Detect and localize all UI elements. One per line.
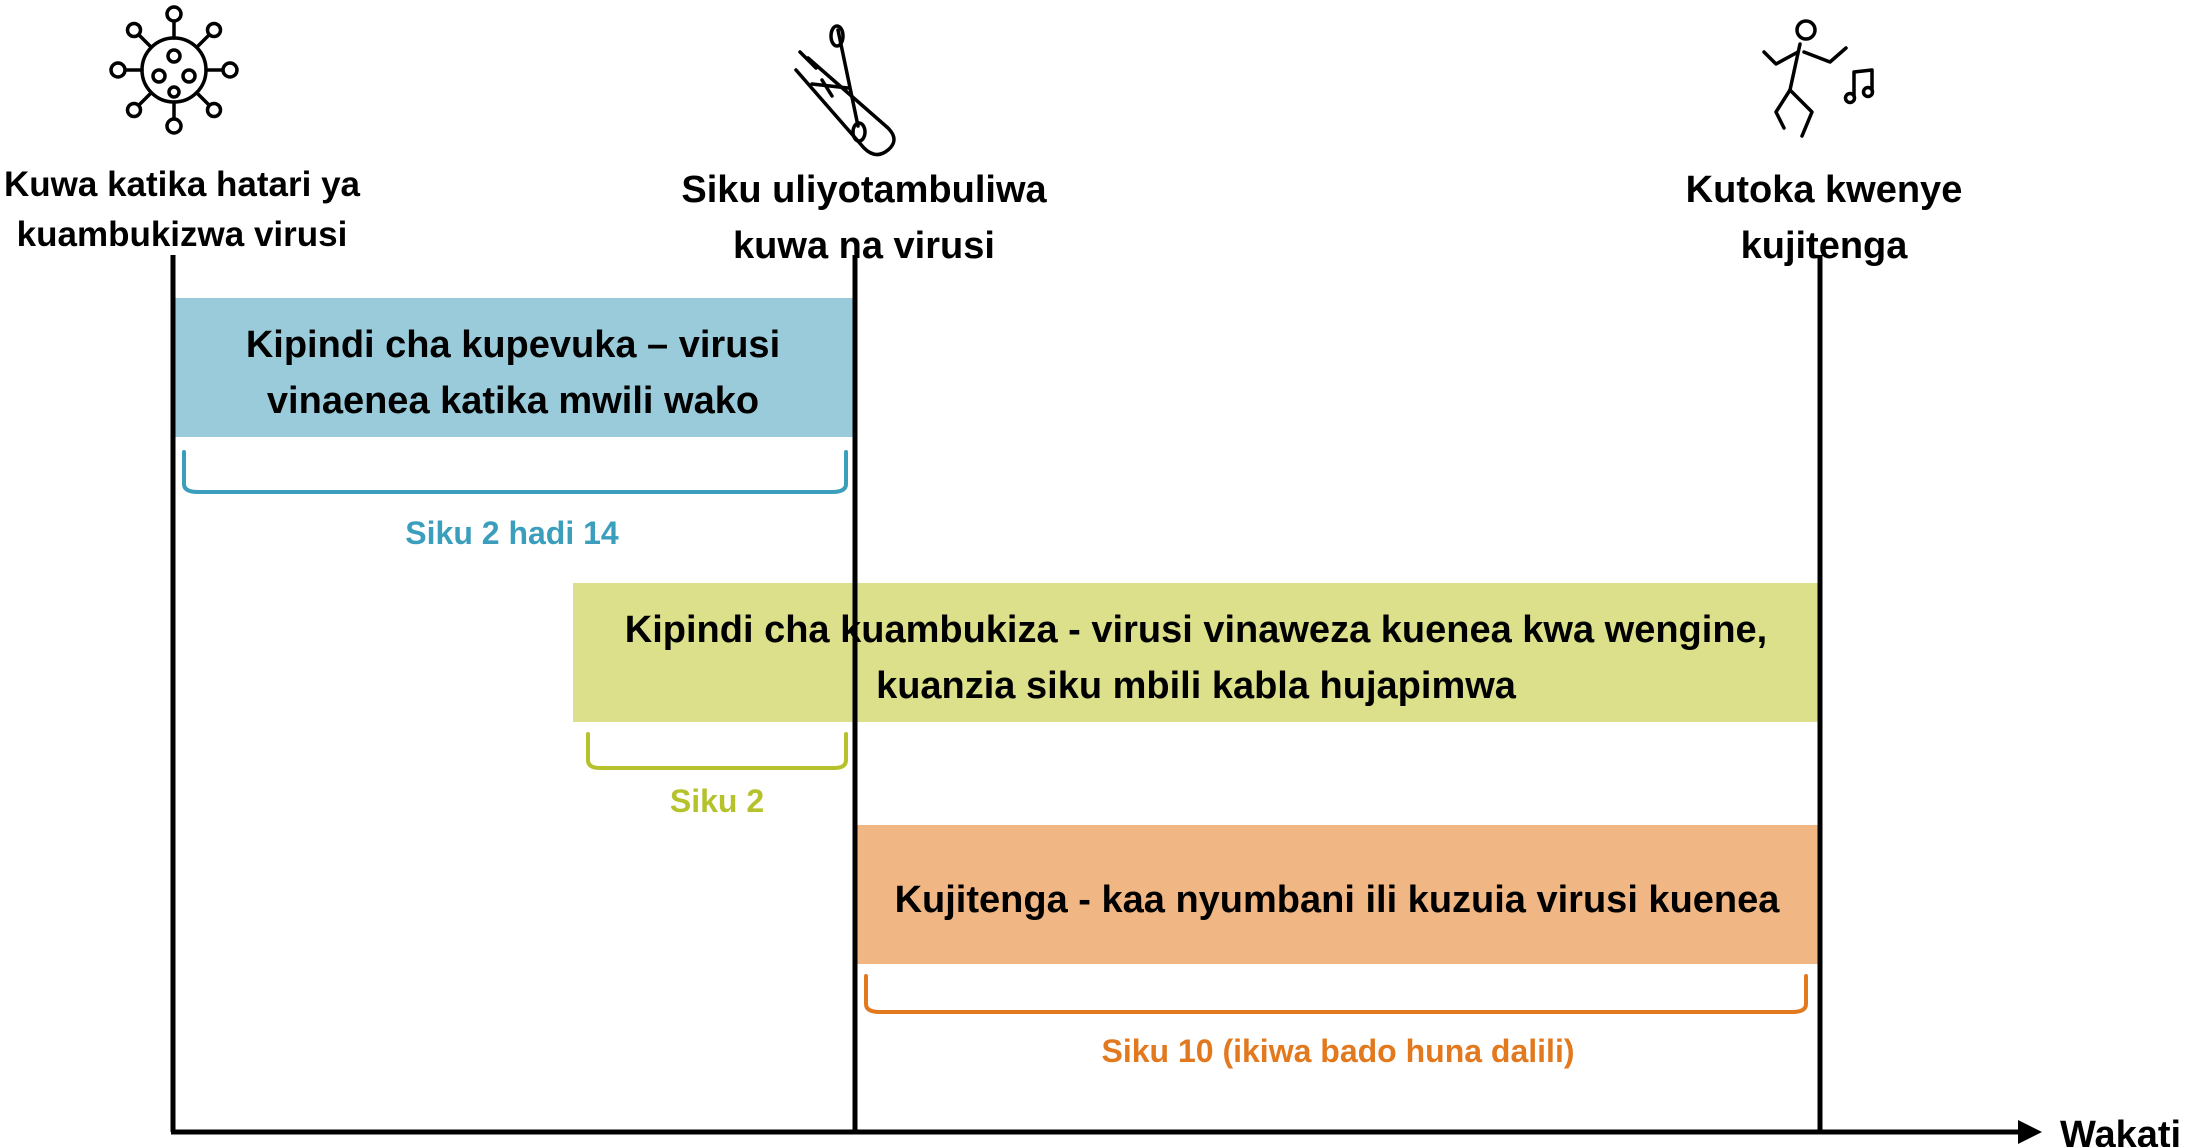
axis-label: Wakati [2060, 1114, 2181, 1147]
release-label-line2: kujitenga [1741, 225, 1909, 267]
infectious-bracket [586, 732, 848, 770]
incubation-bar [173, 298, 853, 437]
incubation-label-line2: vinaenea katika mwili wako [267, 380, 759, 422]
time-axis-arrowhead [2018, 1120, 2042, 1144]
isolation-label: Kujitenga - kaa nyumbani ili kuzuia viru… [895, 879, 1781, 921]
isolation-duration: Siku 10 (ikiwa bado huna dalili) [1102, 1033, 1575, 1069]
exposure-label-line1: Kuwa katika hatari ya [4, 165, 361, 204]
infectious-label-line1: Kipindi cha kuambukiza - virusi vinaweza… [625, 609, 1767, 651]
incubation-bracket [182, 450, 848, 494]
exposure-label-line2: kuambukizwa virusi [17, 215, 348, 254]
incubation-label-line1: Kipindi cha kupevuka – virusi [246, 324, 780, 366]
infectious-bar [573, 583, 1820, 722]
isolation-bar [855, 825, 1819, 964]
incubation-duration: Siku 2 hadi 14 [405, 515, 619, 551]
diagnosis-label-line1: Siku uliyotambuliwa [681, 169, 1047, 211]
virus-icon [109, 5, 239, 135]
diagnosis-label-line2: kuwa na virusi [733, 225, 995, 267]
infectious-label-line2: kuanzia siku mbili kabla hujapimwa [876, 665, 1517, 707]
dancing-person-icon [1762, 19, 1875, 138]
test-tube-swab-icon [794, 24, 896, 157]
release-label-line1: Kutoka kwenye [1686, 169, 1963, 211]
isolation-bracket [864, 974, 1808, 1014]
infectious-duration: Siku 2 [670, 783, 764, 819]
